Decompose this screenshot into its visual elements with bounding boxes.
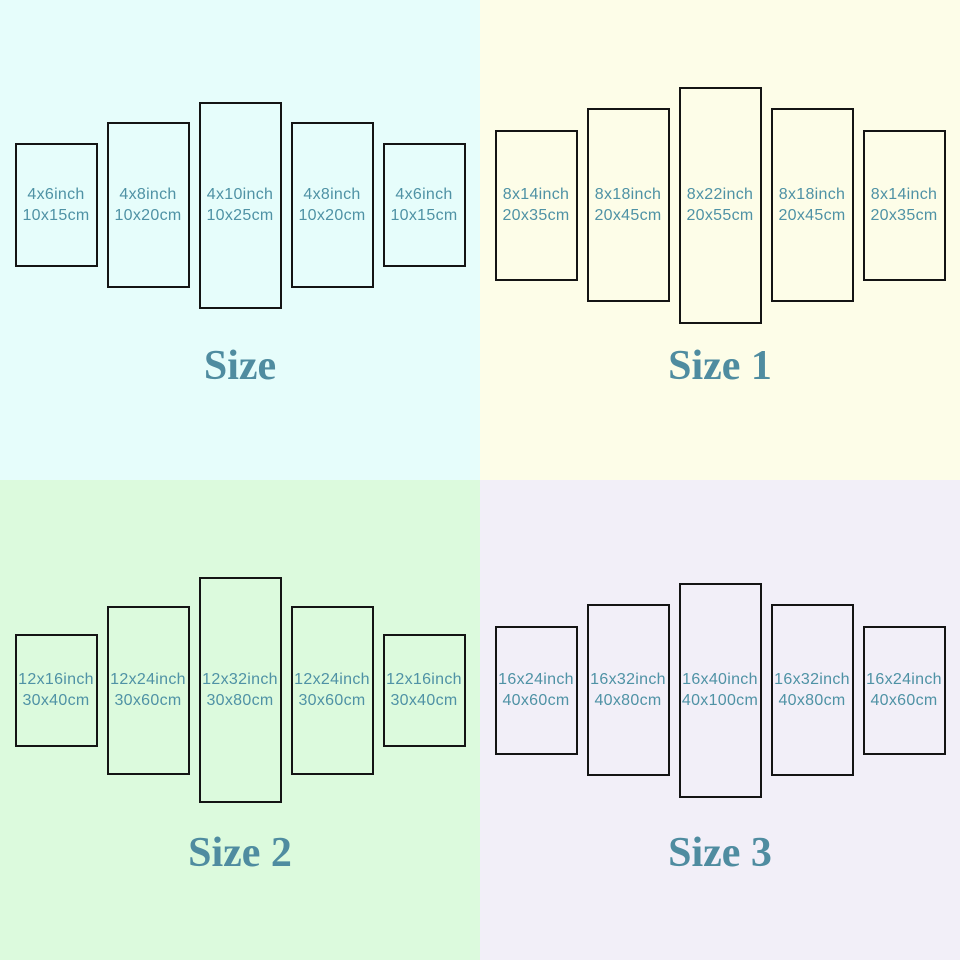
panel-label: 4x10inch 10x25cm: [206, 184, 273, 226]
panel-size-cm: 30x60cm: [298, 692, 366, 709]
panel: 16x40inch 40x100cm: [678, 582, 762, 798]
panel-size-cm: 40x60cm: [870, 692, 938, 709]
panel-label: 16x24inch 40x60cm: [498, 669, 574, 711]
panel: 8x14inch 20x35cm: [862, 129, 946, 281]
panel-label: 4x8inch 10x20cm: [298, 184, 365, 226]
panel: 4x6inch 10x15cm: [382, 143, 466, 267]
panel-size-inch: 4x6inch: [395, 186, 453, 203]
panel-size-inch: 12x24inch: [110, 671, 186, 688]
panel-label: 12x24inch 30x60cm: [294, 669, 370, 711]
panel-size-inch: 12x24inch: [294, 671, 370, 688]
panel-size-cm: 20x35cm: [502, 207, 570, 224]
panel: 4x8inch 10x20cm: [290, 122, 374, 288]
panel-size-cm: 10x25cm: [206, 207, 274, 224]
panel-size-cm: 20x55cm: [686, 207, 754, 224]
panel-label: 4x6inch 10x15cm: [390, 184, 457, 226]
panel-label: 8x22inch 20x55cm: [686, 184, 753, 226]
panel-label: 4x6inch 10x15cm: [22, 184, 89, 226]
panel: 4x8inch 10x20cm: [106, 122, 190, 288]
panel-label: 8x14inch 20x35cm: [870, 184, 937, 226]
panel-size-cm: 30x80cm: [206, 692, 274, 709]
panel: 16x24inch 40x60cm: [494, 625, 578, 755]
panel: 16x32inch 40x80cm: [586, 604, 670, 776]
panel-size-cm: 10x15cm: [390, 207, 458, 224]
panel-size-cm: 40x80cm: [594, 692, 662, 709]
panel-size-cm: 40x60cm: [502, 692, 570, 709]
panel-size-cm: 30x60cm: [114, 692, 182, 709]
panel-size-inch: 4x6inch: [27, 186, 85, 203]
panel: 12x32inch 30x80cm: [198, 577, 282, 803]
quadrant-size-2: 12x16inch 30x40cm 12x24inch 30x60cm 12x32inc…: [0, 480, 480, 960]
panel-label: 16x40inch 40x100cm: [682, 669, 758, 711]
panel: 8x18inch 20x45cm: [770, 108, 854, 302]
panel-label: 4x8inch 10x20cm: [114, 184, 181, 226]
panel-label: 8x14inch 20x35cm: [502, 184, 569, 226]
panel: 12x24inch 30x60cm: [290, 605, 374, 775]
panel: 8x18inch 20x45cm: [586, 108, 670, 302]
panel-size-cm: 20x35cm: [870, 207, 938, 224]
panel-size-inch: 12x16inch: [18, 671, 94, 688]
quadrant-title: Size 2: [188, 830, 292, 876]
quadrant-title: Size 3: [668, 830, 772, 876]
panel-size-inch: 8x14inch: [502, 186, 570, 203]
panel-size-inch: 8x18inch: [594, 186, 662, 203]
panel: 12x24inch 30x60cm: [106, 605, 190, 775]
panel-size-cm: 10x15cm: [22, 207, 90, 224]
panel-size-inch: 8x14inch: [870, 186, 938, 203]
panel-size-cm: 30x40cm: [22, 692, 90, 709]
panel-size-inch: 16x24inch: [498, 671, 574, 688]
panel-label: 16x24inch 40x60cm: [866, 669, 942, 711]
panel-label: 12x16inch 30x40cm: [18, 669, 94, 711]
panel-size-inch: 8x18inch: [778, 186, 846, 203]
quadrant-title: Size: [203, 343, 277, 389]
panel: 12x16inch 30x40cm: [382, 633, 466, 747]
panel-size-cm: 20x45cm: [778, 207, 846, 224]
panel-size-inch: 16x32inch: [774, 671, 850, 688]
panel-size-cm: 40x100cm: [681, 692, 759, 709]
quadrant-size-1: 8x14inch 20x35cm 8x18inch 20x45cm 8x22inch 20…: [480, 0, 960, 480]
panel-size-inch: 16x24inch: [866, 671, 942, 688]
quadrant-size-3: 16x24inch 40x60cm 16x32inch 40x80cm 16x40inc…: [480, 480, 960, 960]
panel-size-inch: 4x10inch: [206, 186, 274, 203]
panel-label: 12x16inch 30x40cm: [386, 669, 462, 711]
panel-size-cm: 10x20cm: [298, 207, 366, 224]
quadrant-size: 4x6inch 10x15cm 4x8inch 10x20cm 4x10inch 10x2…: [0, 0, 480, 480]
quadrant-title: Size 1: [668, 343, 772, 389]
panel-label: 8x18inch 20x45cm: [594, 184, 661, 226]
panel-size-inch: 16x32inch: [590, 671, 666, 688]
panel-size-inch: 12x32inch: [202, 671, 278, 688]
panel: 4x10inch 10x25cm: [198, 101, 282, 309]
panel-size-inch: 4x8inch: [303, 186, 361, 203]
panel: 8x14inch 20x35cm: [494, 129, 578, 281]
panel-size-cm: 30x40cm: [390, 692, 458, 709]
panel: 12x16inch 30x40cm: [14, 633, 98, 747]
panel: 16x24inch 40x60cm: [862, 625, 946, 755]
panel-label: 12x32inch 30x80cm: [202, 669, 278, 711]
panel-size-cm: 20x45cm: [594, 207, 662, 224]
panel-size-inch: 4x8inch: [119, 186, 177, 203]
panel: 16x32inch 40x80cm: [770, 604, 854, 776]
panel-label: 12x24inch 30x60cm: [110, 669, 186, 711]
panel: 4x6inch 10x15cm: [14, 143, 98, 267]
panel-size-cm: 10x20cm: [114, 207, 182, 224]
panel: 8x22inch 20x55cm: [678, 86, 762, 324]
panel-size-cm: 40x80cm: [778, 692, 846, 709]
panel-label: 16x32inch 40x80cm: [590, 669, 666, 711]
panel-size-inch: 8x22inch: [686, 186, 754, 203]
panel-size-inch: 16x40inch: [682, 671, 758, 688]
panel-label: 16x32inch 40x80cm: [774, 669, 850, 711]
panel-label: 8x18inch 20x45cm: [778, 184, 845, 226]
panel-size-inch: 12x16inch: [386, 671, 462, 688]
